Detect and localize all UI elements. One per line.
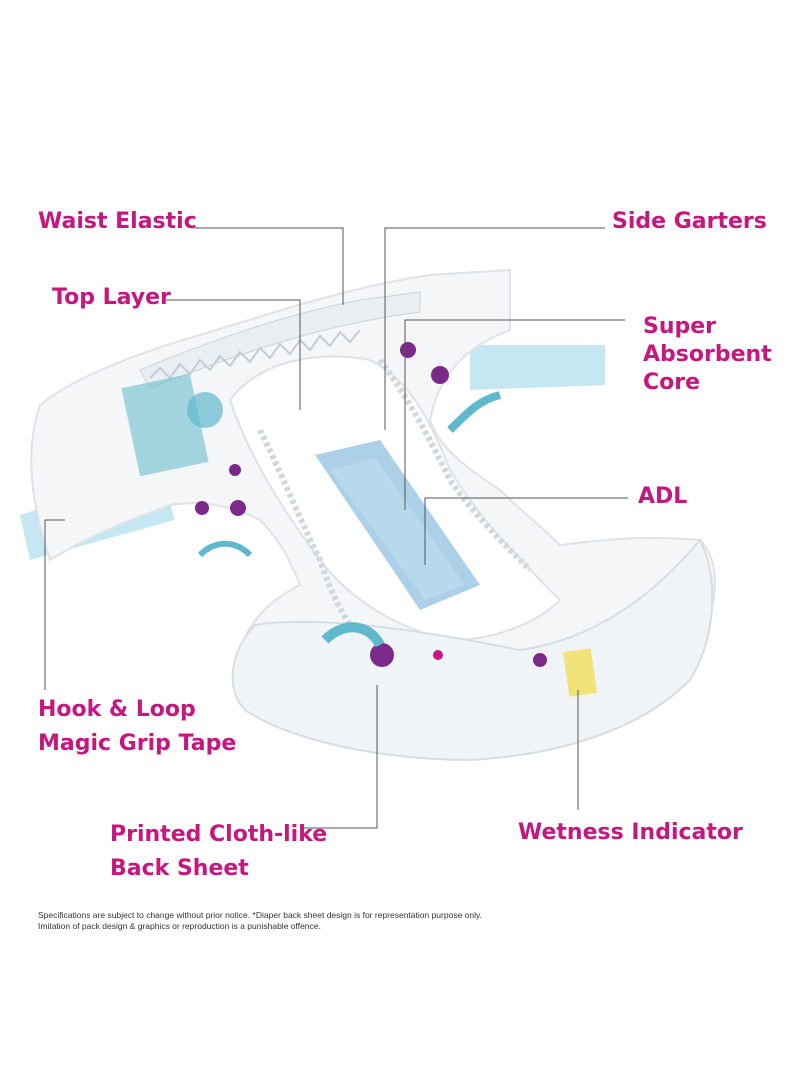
motif-seahorse-1: [431, 366, 449, 384]
leader-adl: [424, 497, 628, 565]
leader-waist-elastic: [195, 227, 344, 305]
leader-hook-loop: [44, 519, 65, 690]
label-waist-elastic: Waist Elastic: [38, 209, 197, 234]
motif-fish-3: [370, 643, 394, 667]
motif-seaweed: [447, 391, 502, 433]
motif-crab-1: [400, 342, 416, 358]
right-fastening-tape: [470, 345, 605, 390]
motif-wave-1: [187, 392, 223, 428]
back-sheet-wing: [231, 538, 714, 762]
motif-fish-4: [433, 650, 443, 660]
label-side-garters: Side Garters: [612, 209, 767, 234]
label-hook-loop-line-2: Magic Grip Tape: [38, 731, 237, 756]
motif-crab-2: [533, 653, 547, 667]
leader-top-layer: [165, 299, 301, 410]
motif-fish-2: [195, 501, 209, 515]
label-printed-back-line-1: Printed Cloth-like: [110, 822, 328, 847]
disclaimer-line-1: Specifications are subject to change wit…: [38, 910, 482, 920]
teal-panel-left: [121, 373, 209, 477]
motif-fish-1: [229, 464, 241, 476]
leader-super-absorbent: [404, 319, 625, 510]
wetness-indicator-strip: [563, 648, 598, 697]
disclaimer-line-2: Imitation of pack design & graphics or r…: [38, 921, 321, 931]
label-adl: ADL: [638, 484, 688, 509]
waist-elastic-ruffle: [149, 329, 361, 380]
label-super-absorbent-line-3: Core: [643, 370, 701, 395]
motif-wave-2: [197, 540, 253, 558]
label-hook-loop: Hook & Loop Magic Grip Tape: [38, 693, 236, 761]
side-garter-left: [257, 428, 353, 627]
label-super-absorbent: Super Absorbent Core: [643, 313, 772, 397]
label-wetness-indicator: Wetness Indicator: [518, 820, 743, 845]
leader-printed-back: [300, 685, 378, 829]
waist-elastic-band: [139, 291, 421, 389]
label-printed-back-line-2: Back Sheet: [110, 856, 249, 881]
label-super-absorbent-line-2: Absorbent: [643, 342, 772, 367]
motif-star-1: [230, 500, 246, 516]
leader-side-garters: [384, 227, 605, 430]
side-garter-right: [377, 358, 533, 573]
label-hook-loop-line-1: Hook & Loop: [38, 697, 196, 722]
disclaimer-text: Specifications are subject to change wit…: [38, 910, 738, 932]
motif-seal: [321, 622, 385, 648]
label-printed-back: Printed Cloth-like Back Sheet: [110, 818, 327, 886]
label-top-layer: Top Layer: [52, 285, 171, 310]
adl-layer: [330, 458, 465, 600]
label-super-absorbent-line-1: Super: [643, 314, 717, 339]
